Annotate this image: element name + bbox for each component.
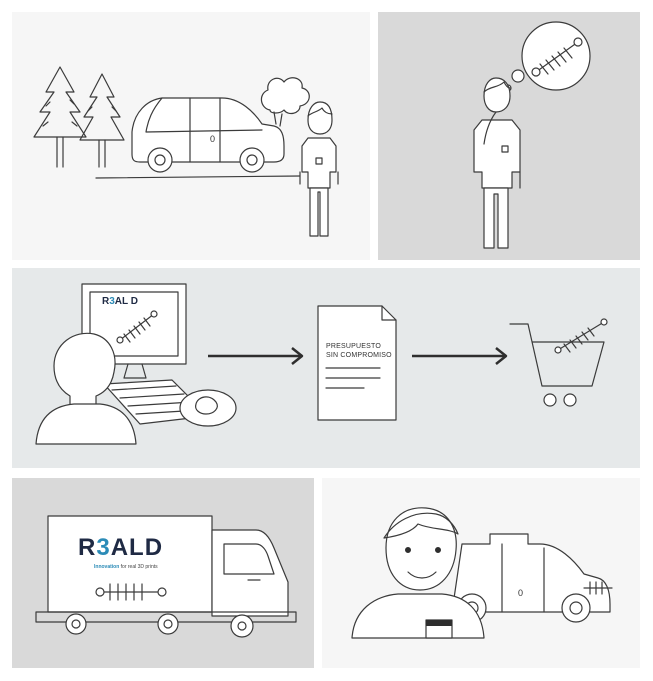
breakdown-car-door-number: 0 (210, 134, 216, 144)
smoke-icon (260, 77, 310, 127)
shock-absorber-icon (554, 318, 608, 354)
shock-absorber-icon (95, 583, 167, 601)
monitor-brand-highlight: 3 (109, 296, 115, 307)
monitor-brand-logo: R3AL D (102, 296, 138, 307)
truck-brand-suffix: ALD (110, 534, 164, 561)
car-icon (451, 533, 613, 623)
panel-happy: 0 (322, 478, 640, 668)
arrow-right-icon (208, 347, 304, 365)
shopping-cart-icon (509, 318, 608, 407)
mouse-icon (179, 389, 237, 427)
truck-brand-highlight: 3 (96, 534, 111, 561)
arrow-right-icon (412, 347, 508, 365)
thinking-illustration (473, 21, 591, 249)
order-illustration (35, 283, 608, 445)
person-icon (351, 507, 485, 639)
happy-car-door-number: 0 (518, 588, 524, 598)
panel-order: R3AL D PRESUPUESTO SIN COMPROMISO (12, 268, 640, 468)
truck-brand-tagline: Innovation for real 3D prints (94, 564, 158, 570)
quote-line-2: SIN COMPROMISO (326, 352, 392, 359)
monitor-brand-suffix: AL D (114, 296, 138, 307)
tree-icon (33, 66, 87, 168)
thought-bubble-icon (504, 21, 591, 92)
person-icon (299, 101, 339, 237)
person-icon (35, 332, 137, 445)
shock-absorber-icon (531, 37, 583, 77)
truck-brand-prefix: R (78, 534, 97, 561)
panel-thinking (378, 12, 640, 260)
tagline-strong: Innovation (94, 564, 120, 570)
shock-absorber-icon (583, 581, 613, 595)
quote-line-1: PRESUPUESTO (326, 343, 381, 350)
truck-icon (35, 515, 297, 638)
tree-icon (79, 73, 125, 168)
panel-breakdown: 0 (12, 12, 370, 260)
truck-brand-logo: R3ALD (78, 534, 163, 562)
tagline-rest: for real 3D prints (119, 564, 158, 570)
document-icon (317, 305, 397, 421)
panel-delivery: R3ALD Innovation for real 3D prints (12, 478, 314, 668)
delivery-illustration (35, 515, 297, 638)
car-icon (131, 97, 285, 173)
shock-absorber-icon (116, 310, 158, 344)
monitor-brand-prefix: R (102, 296, 110, 307)
happy-illustration (351, 507, 613, 639)
breakdown-illustration (33, 66, 339, 237)
quote-document-text: PRESUPUESTO SIN COMPROMISO (326, 342, 392, 360)
person-icon (473, 77, 521, 249)
ground-line (95, 175, 301, 179)
